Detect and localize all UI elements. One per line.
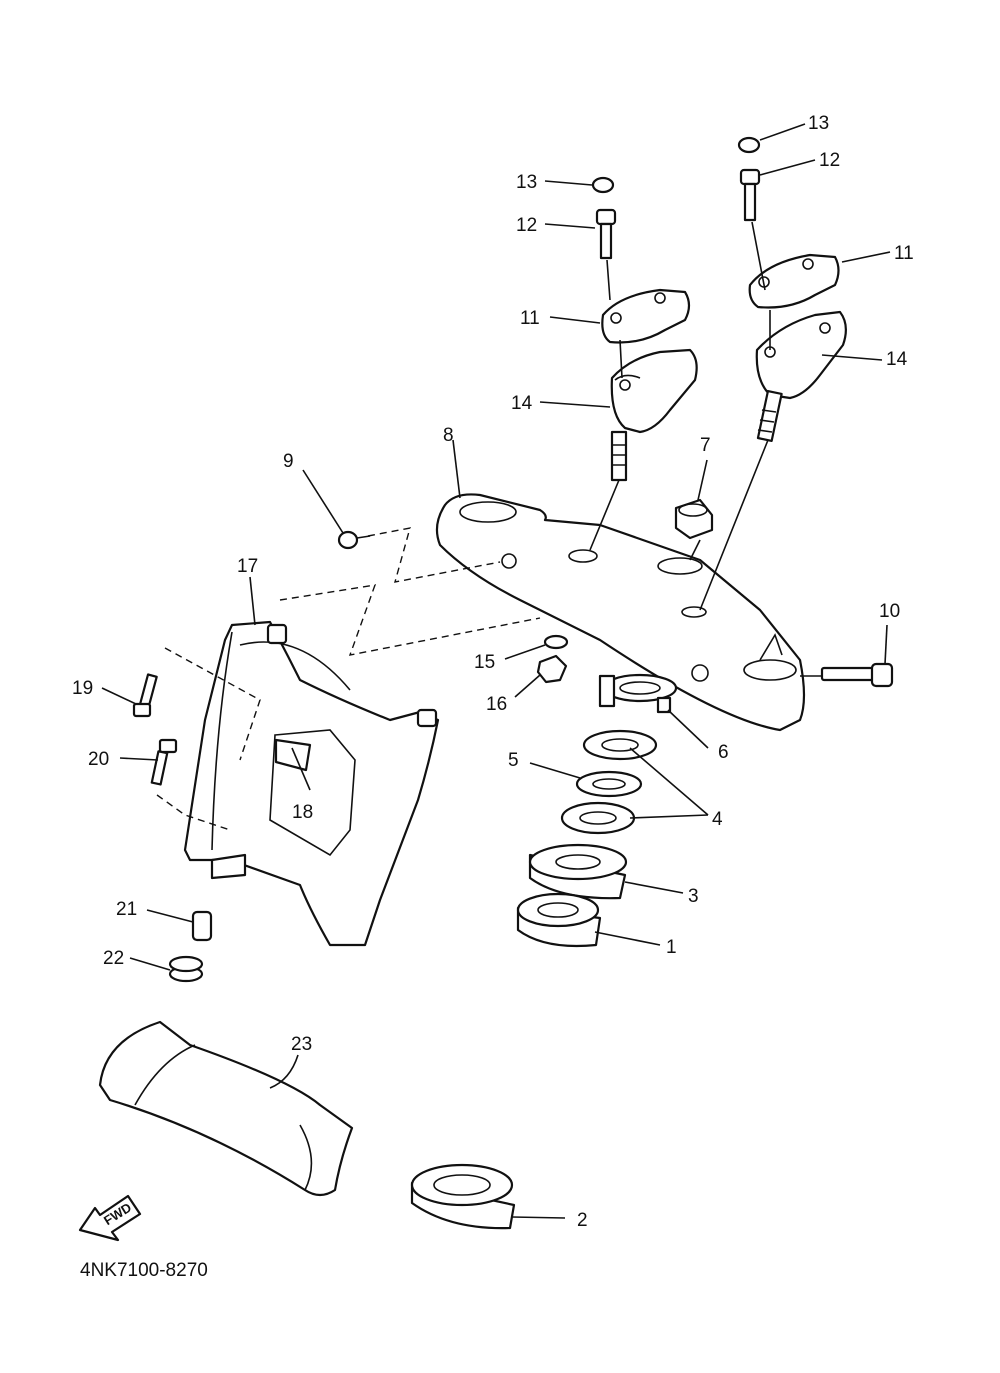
callout-14-right: 14 xyxy=(886,349,908,370)
callout-12-left: 12 xyxy=(516,215,537,236)
callout-22: 22 xyxy=(103,948,124,969)
callout-23: 23 xyxy=(291,1034,312,1055)
cover-23 xyxy=(98,1020,354,1197)
ring-nut-upper xyxy=(582,729,658,761)
bolt-20 xyxy=(150,738,178,786)
handlebar-holder-left xyxy=(610,348,698,482)
cowling-stay xyxy=(183,620,440,947)
callout-5: 5 xyxy=(508,750,519,771)
cap-13-right xyxy=(737,136,761,154)
callout-17: 17 xyxy=(237,556,258,577)
callout-21: 21 xyxy=(116,899,137,920)
bearing-2 xyxy=(410,1163,516,1230)
upper-holder-left xyxy=(601,288,691,344)
callout-14-left: 14 xyxy=(511,393,533,414)
collar-21 xyxy=(191,910,213,942)
callout-20: 20 xyxy=(88,749,109,770)
callout-16: 16 xyxy=(486,694,507,715)
cap-13-left xyxy=(591,176,615,194)
ring-nut-lower xyxy=(560,801,636,835)
callout-8: 8 xyxy=(443,425,454,446)
bolt-19 xyxy=(132,673,158,718)
callout-3: 3 xyxy=(688,886,699,907)
callout-labels: 1 2 3 4 5 6 7 8 9 10 11 11 12 12 13 13 1… xyxy=(72,113,914,1231)
callout-4: 4 xyxy=(712,809,723,830)
lock-washer-6 xyxy=(598,673,678,714)
pinch-bolt-10 xyxy=(800,662,894,688)
leader-lines xyxy=(101,123,891,1219)
bolt-9 xyxy=(337,530,371,550)
callout-18: 18 xyxy=(292,802,313,823)
callout-10: 10 xyxy=(879,601,900,622)
callout-2: 2 xyxy=(577,1210,588,1231)
bolt-12-right xyxy=(739,168,761,222)
forward-direction-arrow: FWD xyxy=(78,1194,142,1242)
callout-12-right: 12 xyxy=(819,150,840,171)
callout-6: 6 xyxy=(718,742,729,763)
nut-16 xyxy=(536,654,568,684)
callout-1: 1 xyxy=(666,937,677,958)
dust-seal-3 xyxy=(528,843,628,900)
callout-19: 19 xyxy=(72,678,93,699)
callout-13-left: 13 xyxy=(516,172,537,193)
callout-7: 7 xyxy=(700,435,711,456)
upper-bracket xyxy=(435,493,806,732)
callout-11-right: 11 xyxy=(894,243,914,264)
bolt-12-left xyxy=(595,208,617,260)
washer-15 xyxy=(543,634,569,650)
handlebar-holder-right xyxy=(755,310,847,443)
washer-5 xyxy=(575,770,643,798)
bearing-1 xyxy=(516,892,602,948)
callout-11-left: 11 xyxy=(520,308,540,329)
callout-13-right: 13 xyxy=(808,113,829,134)
part-code: 4NK7100-8270 xyxy=(80,1260,208,1281)
steering-stem-nut xyxy=(674,498,714,561)
callout-15: 15 xyxy=(474,652,495,673)
callout-9: 9 xyxy=(283,451,294,472)
grommet-22 xyxy=(168,955,204,983)
